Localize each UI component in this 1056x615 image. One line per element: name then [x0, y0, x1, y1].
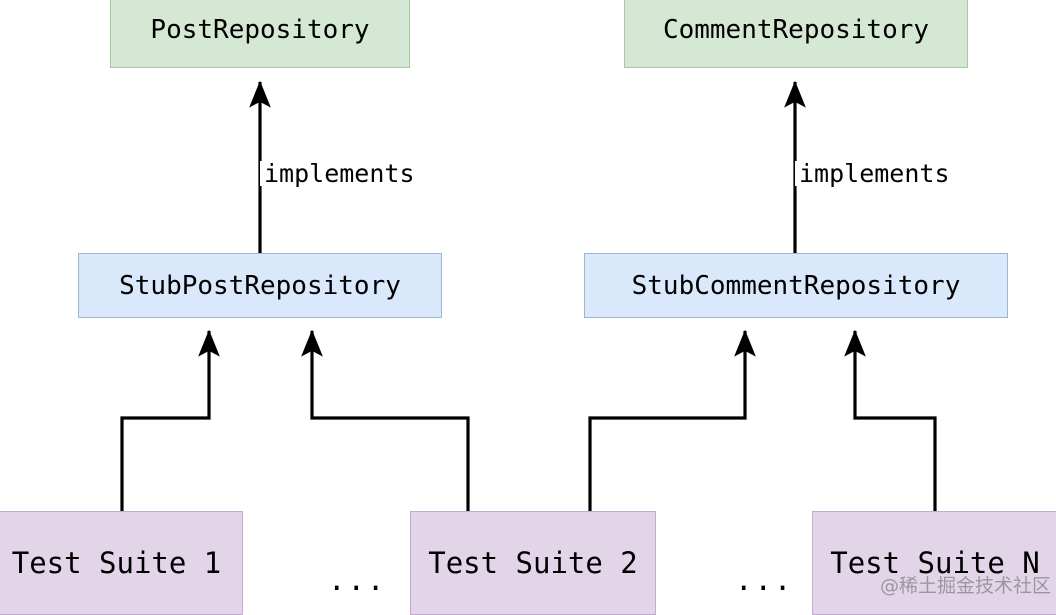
- connector-test-suite-n-uses-stub-comment: [844, 329, 937, 511]
- watermark: @稀土掘金技术社区: [880, 575, 1052, 597]
- edge-label-implements-left: implements: [260, 161, 419, 186]
- node-comment-repository[interactable]: CommentRepository: [624, 0, 968, 68]
- node-stub-comment-repository[interactable]: StubCommentRepository: [584, 253, 1008, 318]
- node-stub-post-repository[interactable]: StubPostRepository: [78, 253, 442, 318]
- node-test-suite-n-label: Test Suite N: [830, 546, 1040, 580]
- node-test-suite-n[interactable]: Test Suite N: [812, 511, 1056, 615]
- connector-test-suite-1-uses-stub-post: [120, 329, 220, 511]
- node-stub-comment-repository-label: StubCommentRepository: [631, 270, 961, 301]
- connector-test-suite-2-uses-stub-post: [301, 329, 470, 511]
- ellipsis-right-gap: ...: [735, 563, 794, 597]
- node-test-suite-2-label: Test Suite 2: [428, 546, 638, 580]
- node-post-repository-label: PostRepository: [150, 15, 370, 45]
- node-post-repository[interactable]: PostRepository: [110, 0, 410, 68]
- node-test-suite-1[interactable]: Test Suite 1: [0, 511, 243, 615]
- node-test-suite-2[interactable]: Test Suite 2: [410, 511, 656, 615]
- node-stub-post-repository-label: StubPostRepository: [119, 270, 401, 301]
- node-test-suite-1-label: Test Suite 1: [11, 546, 222, 580]
- edge-label-implements-right: implements: [795, 161, 954, 186]
- node-comment-repository-label: CommentRepository: [662, 15, 930, 45]
- ellipsis-left-gap: ...: [328, 563, 387, 597]
- connector-test-suite-2-uses-stub-comment: [588, 329, 756, 511]
